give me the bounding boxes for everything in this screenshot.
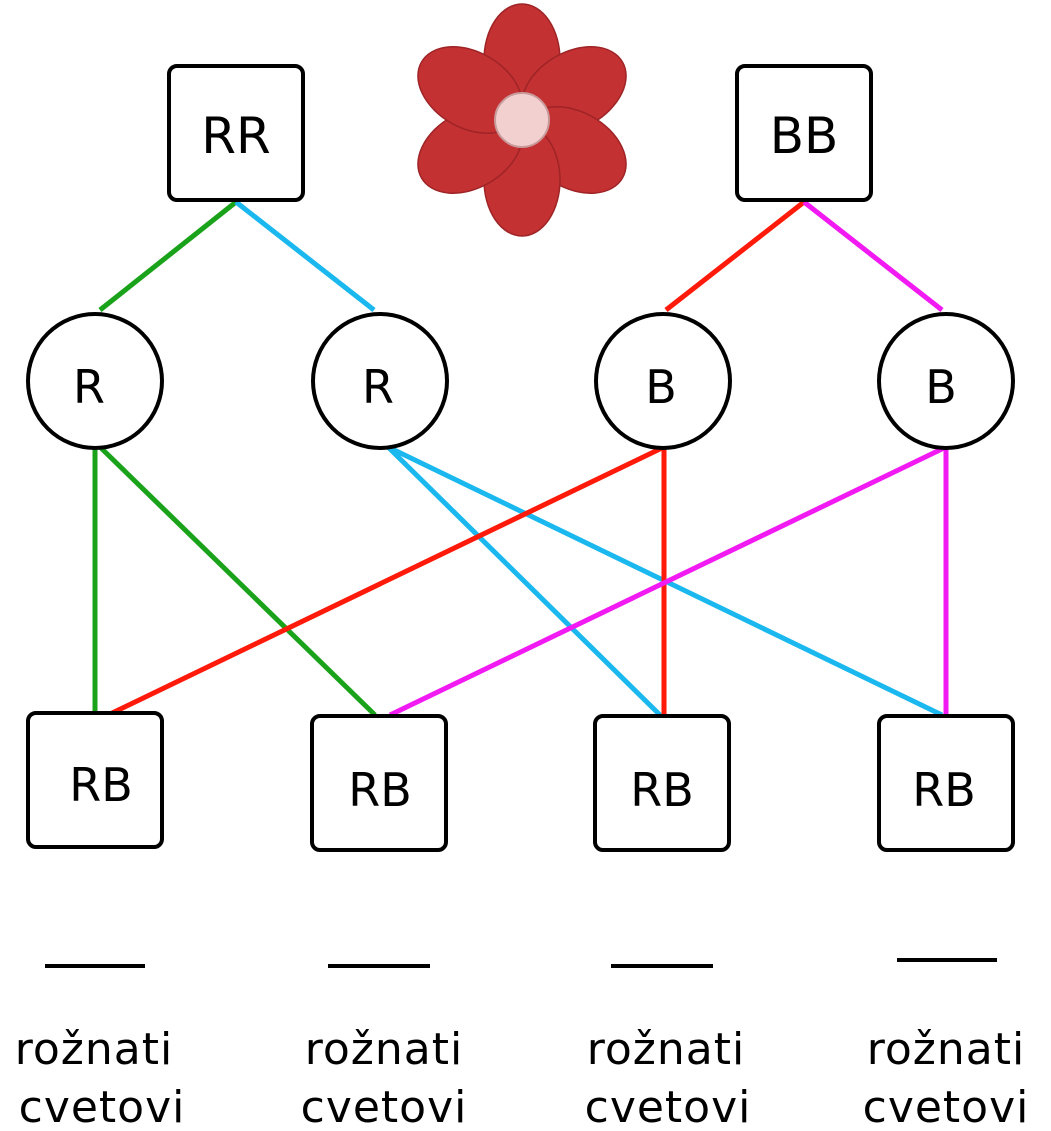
line-bb-to-gamete-3 bbox=[664, 200, 806, 312]
offspring-label-3: RB bbox=[630, 763, 694, 817]
parent-label-right: BB bbox=[770, 107, 839, 165]
caption-4-line1: rožnati bbox=[867, 1024, 1025, 1075]
offspring-label-1: RB bbox=[69, 758, 133, 812]
gamete-circle-3 bbox=[594, 312, 732, 450]
offspring-box-3 bbox=[593, 714, 731, 852]
red-flower-icon bbox=[417, 3, 627, 237]
parent-box-right bbox=[735, 64, 873, 202]
offspring-box-1 bbox=[26, 711, 164, 849]
caption-1-line1: rožnati bbox=[15, 1024, 173, 1075]
offspring-label-4: RB bbox=[912, 763, 976, 817]
gamete-circle-4 bbox=[877, 312, 1015, 450]
offspring-label-2: RB bbox=[348, 763, 412, 817]
gamete-circle-1 bbox=[26, 312, 164, 450]
line-rr-to-gamete-2 bbox=[234, 200, 376, 312]
caption-3-line2: cvetovi bbox=[585, 1082, 752, 1131]
offspring-box-2 bbox=[310, 714, 448, 852]
line-gamete-3-to-offspring-1 bbox=[106, 444, 666, 718]
gamete-label-1: R bbox=[73, 360, 105, 414]
line-rr-to-gamete-1 bbox=[98, 200, 238, 312]
offspring-box-4 bbox=[877, 714, 1015, 852]
line-gamete-1-to-offspring-2 bbox=[98, 445, 377, 717]
gamete-label-4: B bbox=[925, 360, 957, 414]
gamete-label-2: R bbox=[362, 360, 394, 414]
gamete-label-3: B bbox=[645, 360, 677, 414]
gamete-circle-2 bbox=[311, 312, 449, 450]
caption-1-line2: cvetovi bbox=[19, 1082, 186, 1131]
caption-2-line2: cvetovi bbox=[301, 1082, 468, 1131]
parent-label-left: RR bbox=[201, 107, 270, 165]
line-bb-to-gamete-4 bbox=[802, 200, 944, 312]
caption-2-line1: rožnati bbox=[305, 1024, 463, 1075]
parent-box-left bbox=[167, 64, 305, 202]
caption-3-line1: rožnati bbox=[587, 1024, 745, 1075]
line-gamete-2-to-offspring-3 bbox=[386, 445, 662, 717]
line-gamete-4-to-offspring-2 bbox=[388, 444, 948, 718]
caption-4-line2: cvetovi bbox=[863, 1082, 1030, 1131]
